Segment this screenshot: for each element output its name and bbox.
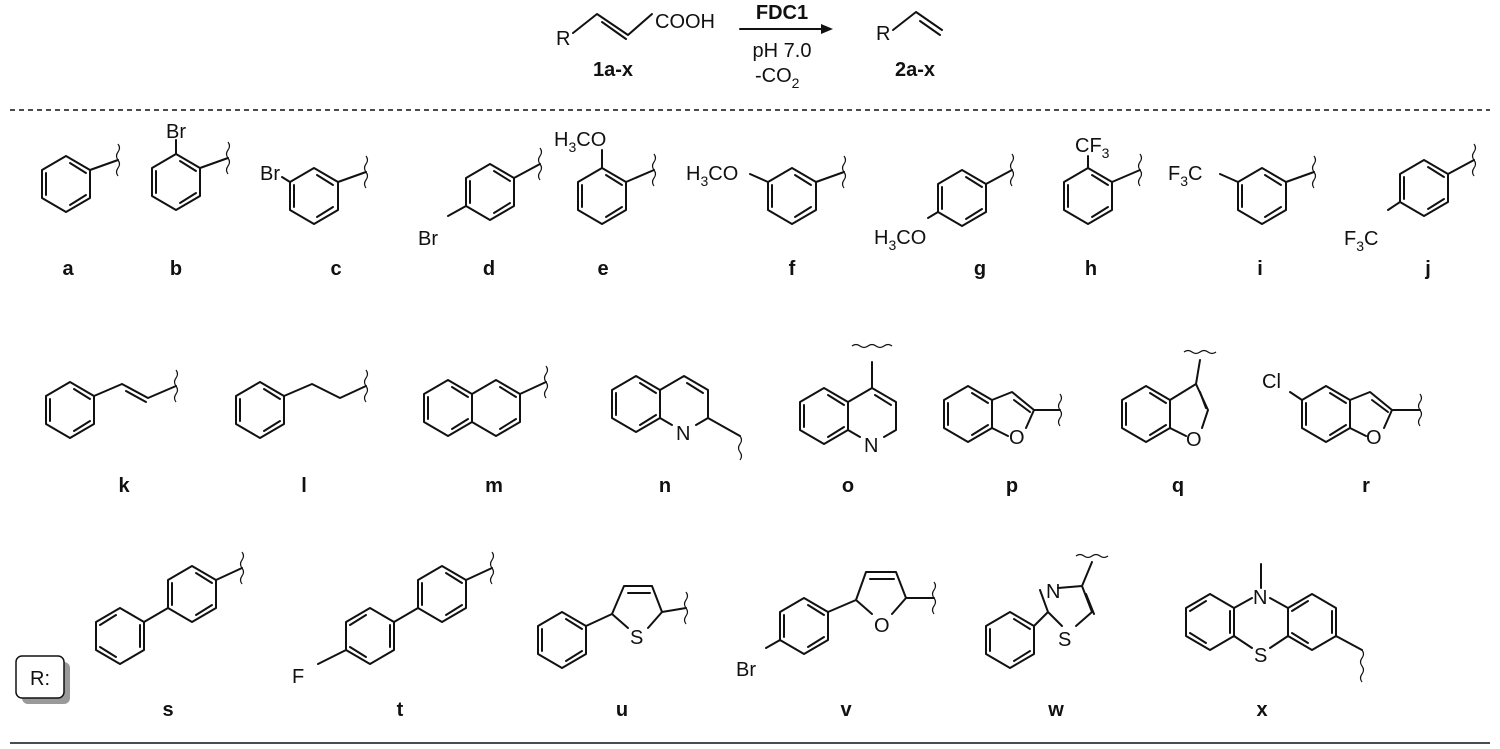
- substituent-x: N S: [1185, 563, 1365, 683]
- label-v: v: [840, 699, 852, 721]
- label-n: n: [659, 475, 671, 497]
- svg-text:H3CO: H3CO: [874, 227, 926, 253]
- label-w: w: [1047, 699, 1064, 721]
- substituent-i: F3C: [1168, 155, 1317, 225]
- label-p: p: [1006, 475, 1018, 497]
- reaction-arrow-head: [821, 24, 833, 34]
- svg-text:Br: Br: [260, 163, 280, 185]
- svg-text:N: N: [676, 423, 690, 445]
- substituent-u: S: [537, 585, 689, 669]
- label-l: l: [301, 475, 307, 497]
- label-r: r: [1362, 475, 1370, 497]
- svg-text:Cl: Cl: [1262, 371, 1281, 393]
- substituent-t: F: [292, 551, 495, 688]
- svg-text:N: N: [1253, 587, 1267, 609]
- substituent-f: H3CO: [686, 155, 847, 225]
- product-vinyl: [892, 11, 943, 31]
- label-u: u: [616, 699, 628, 721]
- label-h: h: [1085, 258, 1097, 280]
- substituent-k: [45, 369, 179, 439]
- label-q: q: [1172, 475, 1184, 497]
- substituent-v: Br O: [736, 571, 937, 681]
- svg-text:O: O: [874, 615, 890, 637]
- substituent-b: Br: [151, 121, 231, 211]
- svg-text:S: S: [1254, 645, 1267, 667]
- enzyme-label: FDC1: [756, 2, 808, 24]
- substituent-s: [95, 551, 245, 665]
- svg-text:N: N: [1046, 581, 1060, 603]
- substituent-q: O: [1121, 349, 1217, 451]
- reactant-alkene-chain: [572, 13, 653, 36]
- reactant-carboxyl: COOH: [655, 11, 715, 33]
- label-o: o: [842, 475, 854, 497]
- label-x: x: [1256, 699, 1267, 721]
- svg-text:R:: R:: [30, 668, 50, 690]
- svg-text:S: S: [1058, 629, 1071, 651]
- condition-co2: -CO2: [755, 65, 800, 91]
- svg-text:Br: Br: [166, 121, 186, 143]
- svg-text:H3CO: H3CO: [686, 163, 738, 189]
- svg-text:O: O: [1009, 427, 1025, 449]
- reaction-scheme: R COOH 1a-x FDC1 pH 7.0 -CO2 R 2a-x: [556, 2, 943, 91]
- svg-text:N: N: [864, 435, 878, 457]
- svg-text:F3C: F3C: [1344, 228, 1378, 254]
- r-legend-box: R:: [15, 655, 70, 704]
- label-t: t: [397, 699, 404, 721]
- svg-text:F: F: [292, 666, 304, 688]
- label-d: d: [483, 258, 495, 280]
- label-i: i: [1257, 258, 1263, 280]
- svg-text:F3C: F3C: [1168, 163, 1202, 189]
- substituent-p: O: [943, 385, 1063, 449]
- product-r-group: R: [876, 23, 890, 45]
- substituent-n: N: [611, 375, 743, 461]
- svg-text:Br: Br: [736, 659, 756, 681]
- label-k: k: [118, 475, 130, 497]
- svg-text:Br: Br: [418, 228, 438, 250]
- svg-text:O: O: [1186, 429, 1202, 451]
- substituent-j: F3C: [1344, 143, 1477, 254]
- substituent-w: N S: [985, 553, 1109, 669]
- reactant-label: 1a-x: [593, 59, 633, 81]
- substituent-r: Cl O: [1262, 371, 1423, 449]
- substituent-h: CF3: [1063, 135, 1143, 225]
- substituent-c: Br: [260, 155, 369, 225]
- svg-text:O: O: [1366, 427, 1382, 449]
- label-g: g: [974, 258, 986, 280]
- substituent-d: Br: [418, 147, 543, 250]
- label-s: s: [162, 699, 173, 721]
- wavy-bond: [115, 143, 121, 177]
- label-b: b: [170, 258, 182, 280]
- condition-ph: pH 7.0: [753, 40, 812, 62]
- label-j: j: [1424, 258, 1431, 280]
- substituent-o: N: [799, 343, 897, 457]
- substituent-g: H3CO: [874, 153, 1015, 253]
- reactant-double-bond: [601, 21, 627, 40]
- label-e: e: [597, 258, 608, 280]
- product-label: 2a-x: [895, 59, 935, 81]
- substituent-l: [235, 369, 369, 439]
- label-a: a: [62, 258, 74, 280]
- label-m: m: [485, 475, 503, 497]
- substituent-e: H3CO: [554, 129, 657, 225]
- substituent-m: [423, 365, 549, 437]
- svg-text:H3CO: H3CO: [554, 129, 606, 155]
- product-double-bond: [919, 20, 941, 36]
- label-c: c: [330, 258, 341, 280]
- label-f: f: [789, 258, 796, 280]
- svg-text:CF3: CF3: [1075, 135, 1110, 161]
- svg-text:S: S: [630, 627, 643, 649]
- substituent-a: [41, 143, 121, 213]
- reactant-r-group: R: [556, 28, 570, 50]
